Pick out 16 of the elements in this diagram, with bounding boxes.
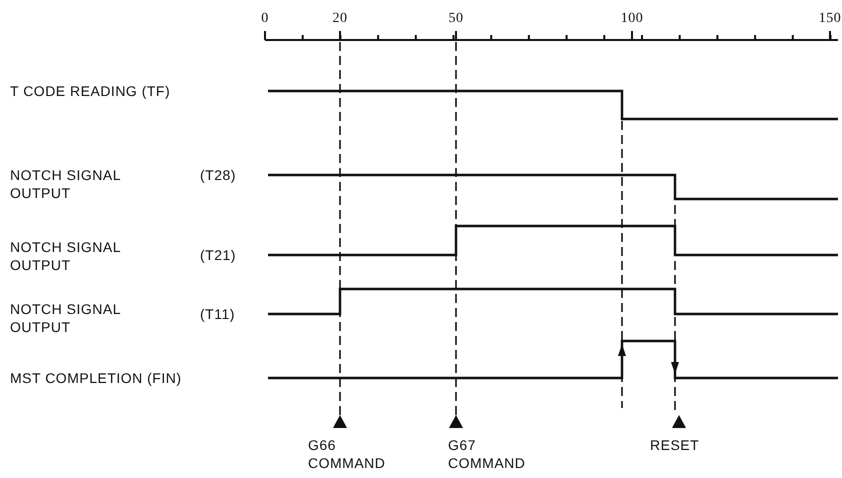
event-label: G67 COMMAND xyxy=(448,436,526,472)
signal-name: (T11) xyxy=(200,305,236,323)
tick-label: 20 xyxy=(332,10,348,28)
signal-name: MST COMPLETION (FIN) xyxy=(10,369,183,387)
signal-name: (T21) xyxy=(200,246,237,264)
signal-name: NOTCH SIGNAL OUTPUT xyxy=(10,238,122,274)
event-label: G66 COMMAND xyxy=(308,436,386,472)
signal-name: T CODE READING (TF) xyxy=(10,82,172,100)
signal-name: (T28) xyxy=(200,166,237,184)
signal-name: NOTCH SIGNAL OUTPUT xyxy=(10,300,122,336)
tick-label: 50 xyxy=(448,10,464,28)
event-label: RESET xyxy=(650,436,700,454)
signal-name: NOTCH SIGNAL OUTPUT xyxy=(10,166,122,202)
tick-label: 150 xyxy=(818,10,842,28)
tick-label: 0 xyxy=(260,10,270,28)
tick-label: 100 xyxy=(620,10,644,28)
